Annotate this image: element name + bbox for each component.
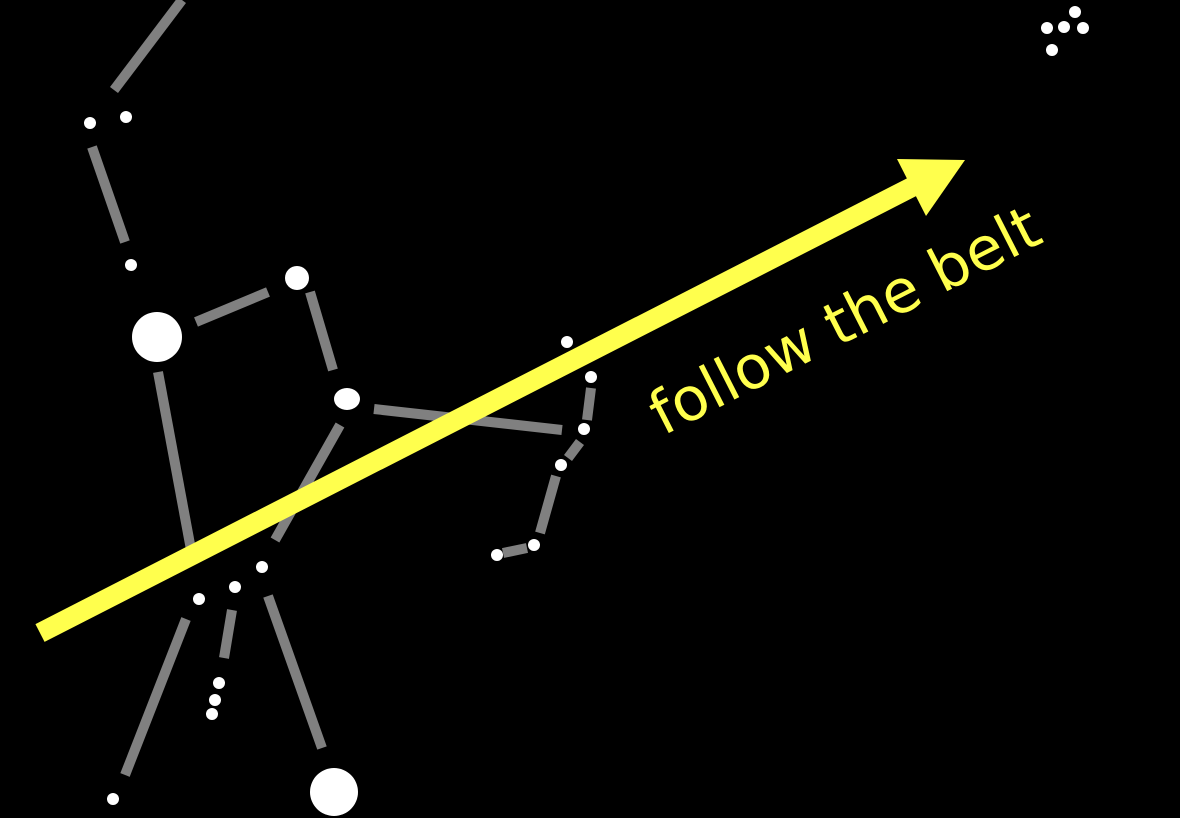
line-left-leg bbox=[120, 617, 191, 777]
line-arm-lower bbox=[87, 145, 130, 244]
cluster-star bbox=[1046, 44, 1058, 56]
belt-star bbox=[229, 581, 241, 593]
star bbox=[555, 459, 567, 471]
belt-star bbox=[193, 593, 205, 605]
star bbox=[132, 312, 182, 362]
belt-arrow bbox=[35, 159, 965, 642]
cluster-star bbox=[1077, 22, 1089, 34]
belt-arrow-shaft bbox=[35, 178, 917, 642]
line-shield-3 bbox=[535, 474, 561, 535]
line-right-leg bbox=[263, 594, 327, 750]
line-sword bbox=[219, 609, 237, 659]
star bbox=[125, 259, 137, 271]
cluster-star bbox=[1069, 6, 1081, 18]
cluster-star bbox=[1058, 21, 1070, 33]
sword-star bbox=[206, 708, 218, 720]
sword-star bbox=[209, 694, 221, 706]
star bbox=[491, 549, 503, 561]
star bbox=[310, 768, 358, 816]
stars bbox=[84, 6, 1089, 816]
line-shoulders bbox=[194, 287, 270, 327]
star bbox=[528, 539, 540, 551]
belt-arrow-head bbox=[897, 159, 965, 216]
star bbox=[561, 336, 573, 348]
belt-star bbox=[256, 561, 268, 573]
line-right-side bbox=[270, 422, 345, 543]
line-shield-2 bbox=[564, 439, 584, 461]
star bbox=[578, 423, 590, 435]
line-shield-1 bbox=[582, 387, 596, 421]
line-raised-arm bbox=[110, 0, 186, 94]
star bbox=[84, 117, 96, 129]
line-right-shoulder-down bbox=[305, 290, 338, 372]
star bbox=[334, 388, 360, 410]
line-left-side bbox=[153, 371, 197, 556]
cluster-star bbox=[1041, 22, 1053, 34]
star bbox=[585, 371, 597, 383]
sword-star bbox=[213, 677, 225, 689]
star bbox=[285, 266, 309, 290]
line-shield-4 bbox=[501, 543, 529, 558]
star bbox=[120, 111, 132, 123]
star bbox=[107, 793, 119, 805]
constellation-lines bbox=[87, 0, 596, 777]
